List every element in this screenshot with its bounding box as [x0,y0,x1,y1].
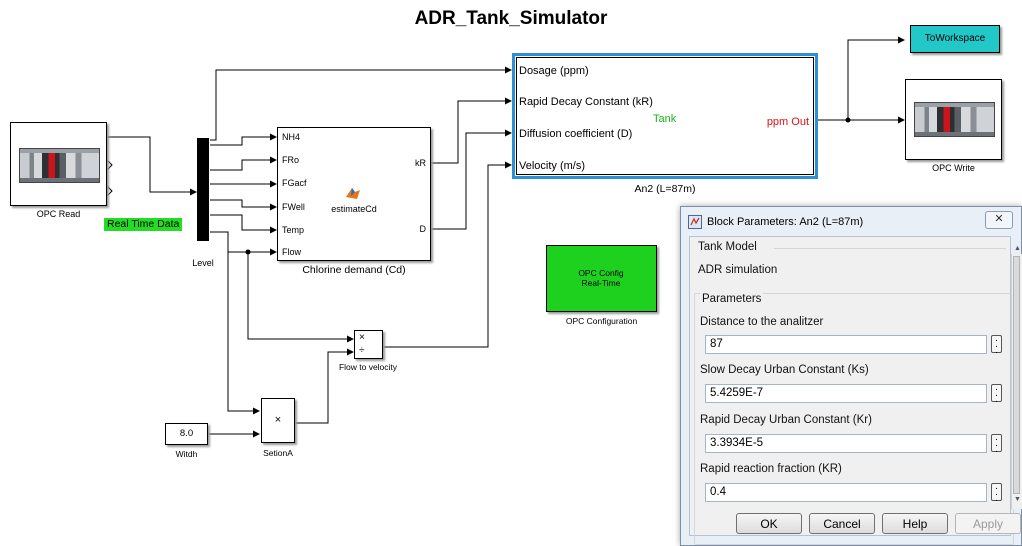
cd-input-fwell: FWell [282,202,305,212]
real-time-data-tag: Real Time Data [104,218,183,231]
setiona-label: SetionA [263,448,293,458]
tank-center-label: Tank [653,113,677,125]
cd-output-d: D [419,224,427,234]
tank-input-rapid-decay: Rapid Decay Constant (kR) [519,96,653,108]
opc-config-block[interactable]: OPC Config Real-Time [546,245,657,312]
level-label: Level [192,258,214,268]
cd-output-kr: kR [415,158,426,168]
opc-config-line2: Real-Time [581,278,621,288]
kr-fraction-field[interactable]: 0.4 [705,483,987,502]
flow-to-velocity-block[interactable]: × ÷ [354,330,383,359]
parameters-group-label: Parameters [700,293,764,305]
width-constant-label: Witdh [175,449,198,459]
level-mux-block[interactable] [197,138,209,241]
block-parameters-dialog[interactable]: Block Parameters: An2 (L=87m) ✕ Tank Mod… [680,206,1022,546]
ks-options-button[interactable]: ··· [991,384,1002,407]
matlab-function-icon [346,188,360,199]
tank-name-label: An2 (L=87m) [634,183,696,195]
plc-image [19,148,100,183]
section-divider [774,248,1006,249]
param-label-ks: Slow Decay Urban Constant (Ks) [700,364,869,376]
dialog-body: Tank Model ADR simulation Parameters Dis… [689,236,1014,545]
scroll-up-arrow-icon[interactable]: ▲ [1014,245,1021,252]
dialog-scrollbar[interactable]: ▲ ▼ [1011,245,1022,509]
chlorine-demand-label: Chlorine demand (Cd) [302,264,406,276]
close-button[interactable]: ✕ [985,211,1013,229]
cd-input-temp: Temp [282,225,305,235]
cd-input-flow: Flow [282,247,302,257]
plc-image [914,102,995,137]
scroll-down-arrow-icon[interactable]: ▼ [1014,496,1021,503]
opc-write-label: OPC Write [932,163,975,173]
opc-read-block[interactable] [10,122,107,206]
kr-urban-options-button[interactable]: ··· [991,434,1002,457]
flow-to-velocity-label: Flow to velocity [338,362,398,372]
param-label-distance: Distance to the analitzer [700,316,824,328]
tank-input-dosage: Dosage (ppm) [519,65,589,77]
chlorine-demand-block[interactable]: NH4 FRo FGacf FWell Temp Flow kR D estim… [277,127,431,261]
div-port-symbol: ÷ [359,345,365,356]
distance-field[interactable]: 87 [705,335,987,354]
opc-config-label: OPC Configuration [565,316,638,326]
width-constant-block[interactable]: 8.0 [165,423,208,445]
cd-input-nh4: NH4 [282,132,301,142]
help-button[interactable]: Help [882,513,948,534]
to-workspace-block[interactable]: ToWorkspace [910,25,1000,53]
tank-input-velocity: Velocity (m/s) [519,160,586,172]
model-title: ADR_Tank_Simulator [414,8,608,29]
cd-input-fgacf: FGacf [282,178,307,188]
ks-field[interactable]: 5.4259E-7 [705,384,987,403]
kr-fraction-options-button[interactable]: ··· [991,483,1002,506]
scroll-thumb[interactable] [1013,256,1020,494]
distance-options-button[interactable]: ··· [991,335,1002,358]
kr-urban-field[interactable]: 3.3934E-5 [705,434,987,453]
block-description: ADR simulation [698,264,778,276]
tank-output-ppm: ppm Out [766,116,809,128]
opc-write-block[interactable] [905,79,1002,160]
param-label-kr-fraction: Rapid reaction fraction (KR) [700,463,842,475]
opc-read-label: OPC Read [36,209,81,219]
apply-button[interactable]: Apply [955,513,1021,534]
tank-block[interactable]: Dosage (ppm) Rapid Decay Constant (kR) D… [512,53,818,179]
simulink-block-icon [688,215,702,229]
tank-input-diffusion: Diffusion coefficient (D) [519,128,633,140]
mul-port-symbol: × [359,332,365,343]
dialog-title: Block Parameters: An2 (L=87m) [707,216,864,228]
cancel-button[interactable]: Cancel [809,513,875,534]
section-heading: Tank Model [698,241,757,253]
param-label-kr-urban: Rapid Decay Urban Constant (Kr) [700,414,872,426]
cd-input-fro: FRo [282,155,300,165]
cd-function-name: estimateCd [331,204,377,214]
setiona-product-block[interactable]: × [261,398,295,443]
ok-button[interactable]: OK [736,513,802,534]
opc-config-line1: OPC Config [578,268,624,278]
